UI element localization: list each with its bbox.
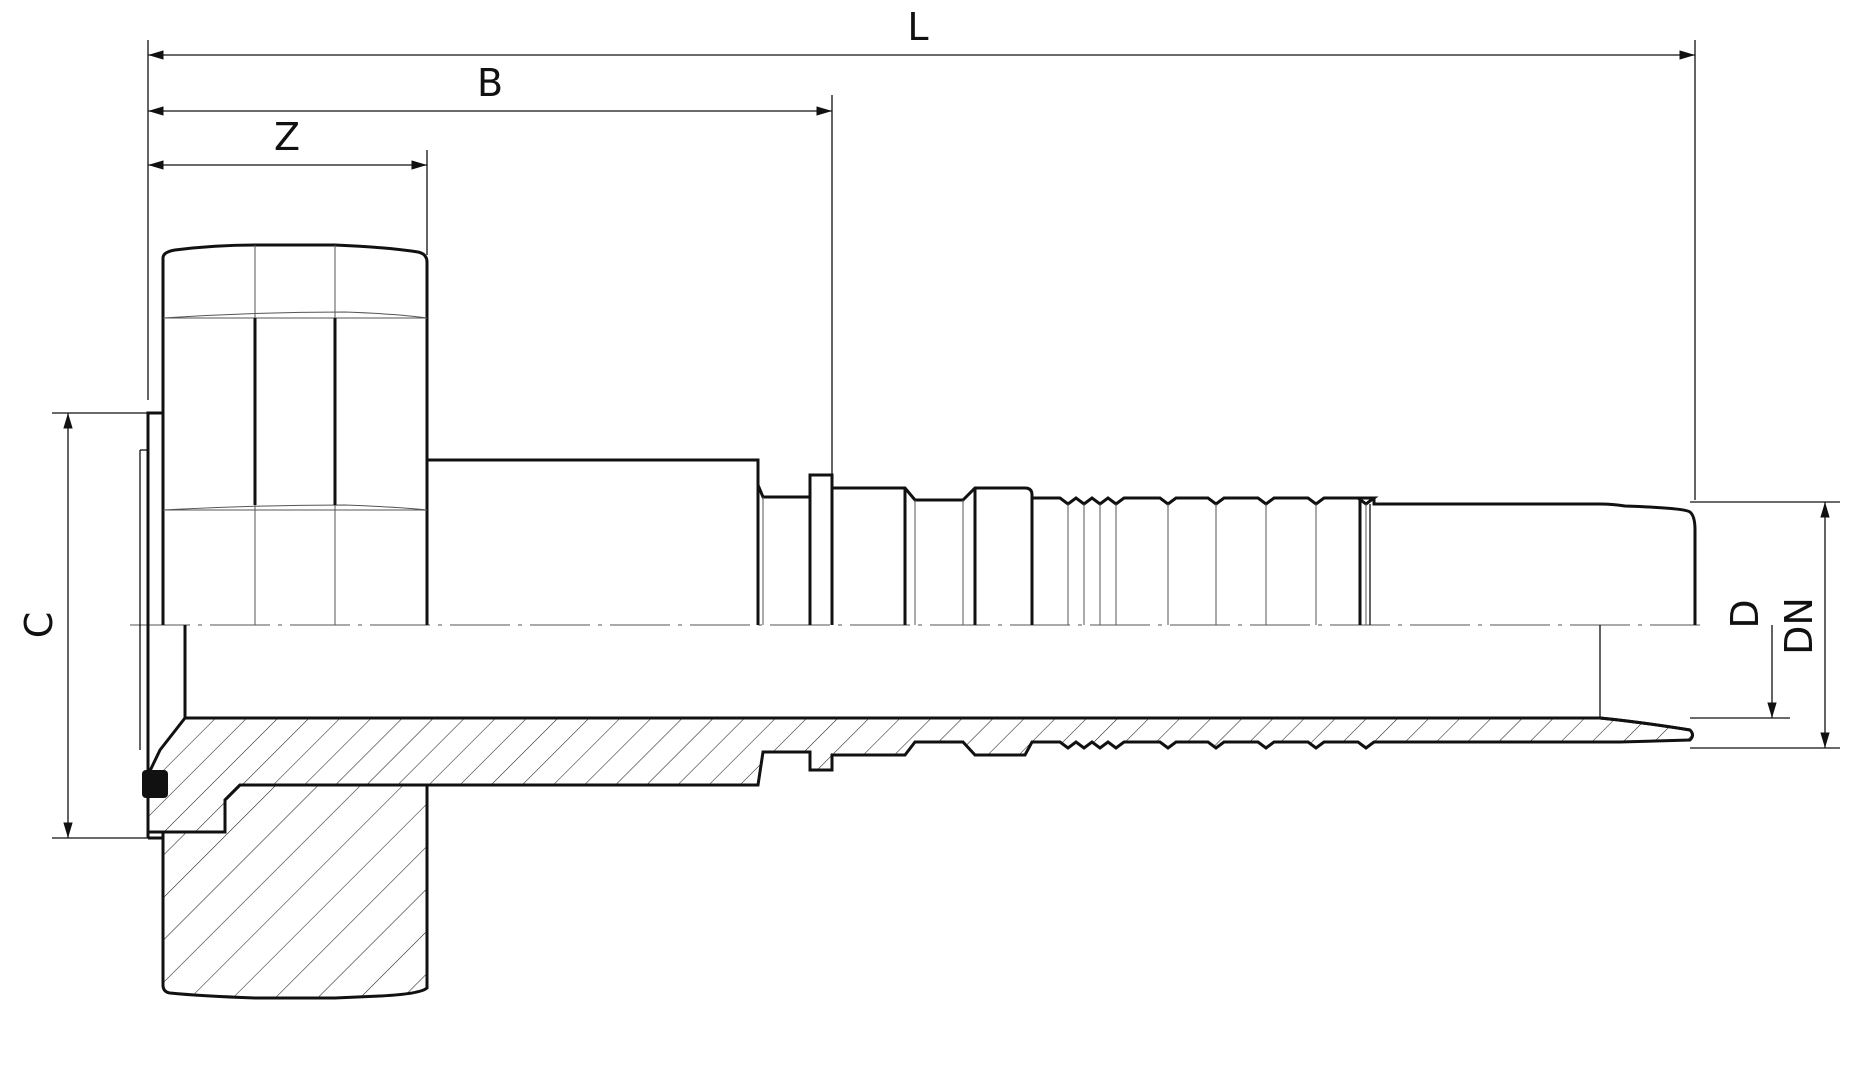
swivel-nut-upper — [161, 243, 429, 625]
seal-face-upper — [139, 411, 163, 625]
dimension-label-L: L — [907, 5, 928, 49]
fitting-body-upper — [427, 458, 1697, 625]
o-ring — [142, 770, 168, 798]
dimension-label-B: B — [477, 61, 503, 105]
bore — [183, 625, 1691, 732]
dimension-label-Z: Z — [274, 115, 300, 159]
dimension-label-D: D — [1723, 599, 1767, 628]
fitting-wall-section — [146, 716, 1694, 834]
dimension-lines — [52, 40, 1840, 839]
seal-face-lower — [139, 625, 163, 840]
dimension-label-DN: DN — [1777, 597, 1821, 655]
swivel-nut-section — [161, 783, 429, 1000]
dimension-label-C: C — [17, 612, 61, 639]
